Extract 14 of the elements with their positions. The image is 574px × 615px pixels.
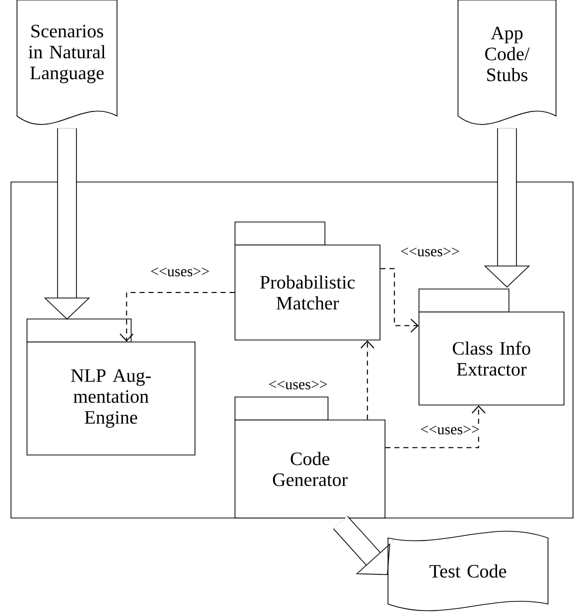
package-box: Probabilistic Matcher: [234, 222, 380, 340]
frame-box: [10, 182, 574, 518]
dashed-arrow: [384, 405, 486, 448]
dashed-arrow: [380, 268, 419, 333]
package-box: Class Info Extractor: [418, 288, 564, 406]
edge-label: <<uses>>: [419, 424, 481, 436]
hollow-arrow: [333, 516, 390, 575]
dashed-arrow: [120, 292, 236, 342]
edge-label: <<uses>>: [399, 246, 461, 258]
package-box: NLP Aug-mentation Engine: [26, 318, 196, 456]
edge-label: <<uses>>: [149, 266, 211, 278]
dashed-arrow: [360, 340, 374, 420]
edge-label: <<uses>>: [267, 380, 329, 390]
package-box: Code Generator: [234, 396, 386, 518]
